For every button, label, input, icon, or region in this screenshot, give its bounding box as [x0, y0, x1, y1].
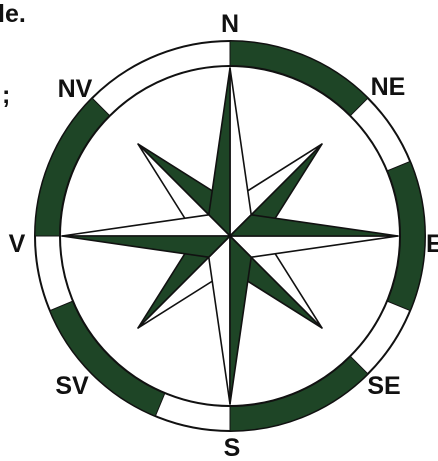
left-semicolon-fragment: ;	[2, 81, 10, 109]
label-east: E	[426, 230, 438, 258]
label-west: V	[9, 230, 26, 258]
label-southwest: SV	[55, 372, 89, 400]
label-southeast: SE	[367, 372, 400, 400]
label-south: S	[224, 434, 241, 461]
label-northwest: NV	[58, 75, 93, 103]
top-left-text-fragment: le.	[0, 0, 26, 28]
label-north: N	[221, 10, 239, 38]
label-northeast: NE	[371, 73, 406, 101]
